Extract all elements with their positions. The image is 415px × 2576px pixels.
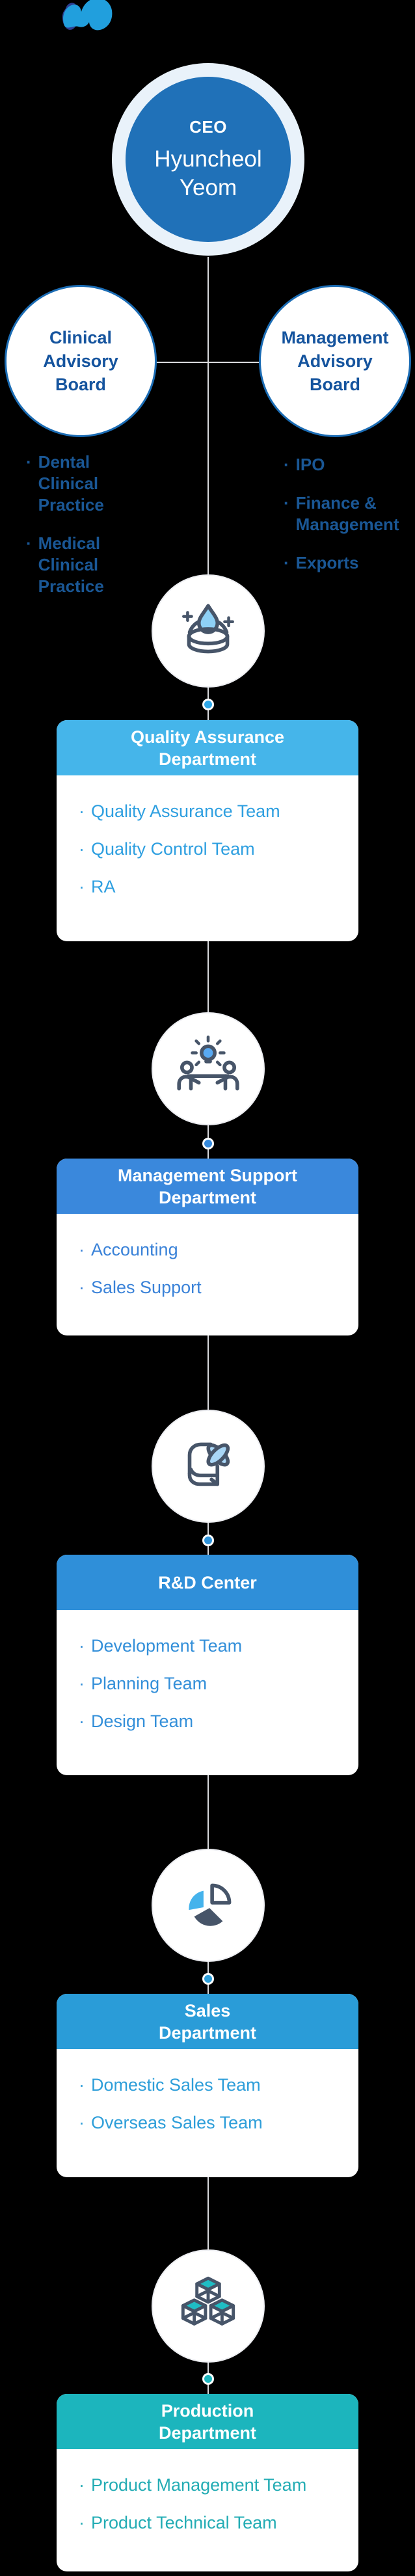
- list-item-label: Finance & Management: [295, 493, 399, 534]
- list-item-label: Overseas Sales Team: [91, 2113, 263, 2132]
- icon-circle: [152, 1849, 265, 1962]
- bullet-dot: ·: [26, 533, 32, 553]
- department-card: R&D Center · Development Team · Planning Te…: [57, 1555, 358, 1775]
- department-card: Production Department · Product Managemen…: [57, 2394, 358, 2571]
- department-card-header: Management Support Department: [57, 1159, 358, 1214]
- icon-circle: [152, 2249, 265, 2363]
- connector-dot: [202, 1535, 214, 1546]
- bullet-dot: ·: [284, 493, 289, 513]
- bullet-dot: ·: [79, 2113, 85, 2132]
- icon-circle: [152, 574, 265, 688]
- department-card: Quality Assurance Department · Quality As…: [57, 720, 358, 941]
- connector-dot: [202, 1973, 214, 1985]
- department-card-header: Sales Department: [57, 1994, 358, 2049]
- bullet-dot: ·: [79, 2075, 85, 2095]
- list-item: · Sales Support: [79, 1278, 345, 1297]
- list-item: · Finance & Management: [284, 492, 399, 535]
- icon-circle: [152, 1410, 265, 1523]
- department-team-list: · Domestic Sales Team · Overseas Sales Team: [57, 2049, 358, 2132]
- department-card-header: Quality Assurance Department: [57, 720, 358, 775]
- list-item-label: Medical Clinical Practice: [38, 533, 104, 596]
- bullet-dot: ·: [79, 1711, 85, 1731]
- connector-dot: [202, 1138, 214, 1149]
- list-item-label: IPO: [295, 455, 325, 474]
- department-team-list: · Development Team · Planning Team · Design T…: [57, 1610, 358, 1731]
- list-item: · Product Management Team: [79, 2475, 345, 2495]
- list-item-label: Design Team: [91, 1711, 194, 1731]
- department-card: Sales Department · Domestic Sales Team · Ov…: [57, 1994, 358, 2177]
- list-item-label: Planning Team: [91, 1674, 208, 1693]
- bullet-dot: ·: [79, 839, 85, 859]
- list-item: · Quality Control Team: [79, 839, 345, 859]
- list-item: · Planning Team: [79, 1674, 345, 1693]
- icon-circle: [152, 1012, 265, 1125]
- bullet-dot: ·: [79, 1278, 85, 1297]
- bullet-dot: ·: [26, 452, 32, 472]
- list-item: · Overseas Sales Team: [79, 2113, 345, 2132]
- list-item: · Medical Clinical Practice: [26, 533, 104, 597]
- list-item: · Development Team: [79, 1636, 345, 1656]
- list-item: · Product Technical Team: [79, 2513, 345, 2532]
- bullet-dot: ·: [79, 2475, 85, 2495]
- ceo-role-label: CEO: [189, 116, 227, 137]
- list-item: · Accounting: [79, 1240, 345, 1259]
- bullet-dot: ·: [284, 455, 289, 474]
- management-board-list: · IPO · Finance & Management · Exports: [284, 454, 399, 591]
- department-card-header: Production Department: [57, 2394, 358, 2449]
- list-item: · RA: [79, 877, 345, 896]
- clinical-board-list: · Dental Clinical Practice · Medical Clinic…: [26, 451, 104, 614]
- department-card: Management Support Department · Accountin…: [57, 1159, 358, 1335]
- ceo-node: CEO Hyuncheol Yeom: [126, 77, 291, 242]
- board-title: Management Advisory Board: [281, 328, 389, 394]
- list-item-label: Product Management Team: [91, 2475, 307, 2495]
- list-item-label: Development Team: [91, 1636, 243, 1656]
- list-item-label: Sales Support: [91, 1278, 202, 1297]
- department-team-list: · Accounting · Sales Support: [57, 1214, 358, 1297]
- lab-dish-icon: [182, 604, 234, 654]
- list-item: · IPO: [284, 454, 399, 476]
- pie-chart-icon: [189, 1883, 232, 1926]
- list-item-label: Quality Control Team: [91, 839, 255, 859]
- meeting-idea-icon: [177, 1035, 239, 1091]
- bullet-dot: ·: [284, 553, 289, 572]
- list-item-label: RA: [91, 877, 116, 896]
- bullet-dot: ·: [79, 801, 85, 821]
- book-atom-icon: [187, 1442, 230, 1486]
- bullet-dot: ·: [79, 1240, 85, 1259]
- bullet-dot: ·: [79, 1674, 85, 1693]
- brand-logo: [62, 0, 113, 31]
- bullet-dot: ·: [79, 1636, 85, 1656]
- list-item: · Quality Assurance Team: [79, 801, 345, 821]
- list-item: · Dental Clinical Practice: [26, 451, 104, 516]
- boards-horizontal-line: [155, 362, 261, 363]
- connector-dot: [202, 2373, 214, 2385]
- cubes-icon: [181, 2276, 235, 2326]
- department-card-header: R&D Center: [57, 1555, 358, 1610]
- list-item-label: Domestic Sales Team: [91, 2075, 261, 2095]
- list-item-label: Product Technical Team: [91, 2513, 277, 2532]
- list-item: · Domestic Sales Team: [79, 2075, 345, 2095]
- bullet-dot: ·: [79, 877, 85, 896]
- connector-dot: [202, 699, 214, 710]
- list-item-label: Quality Assurance Team: [91, 801, 280, 821]
- clinical-advisory-board-node: Clinical Advisory Board: [5, 285, 157, 437]
- department-team-list: · Product Management Team · Product Technic…: [57, 2449, 358, 2532]
- bullet-dot: ·: [79, 2513, 85, 2532]
- list-item-label: Accounting: [91, 1240, 178, 1259]
- list-item-label: Exports: [295, 553, 359, 572]
- ceo-name: Hyuncheol Yeom: [154, 146, 262, 200]
- management-advisory-board-node: Management Advisory Board: [259, 285, 411, 437]
- list-item: · Design Team: [79, 1711, 345, 1731]
- board-title: Clinical Advisory Board: [43, 328, 118, 394]
- department-team-list: · Quality Assurance Team · Quality Control …: [57, 775, 358, 896]
- list-item: · Exports: [284, 552, 399, 574]
- list-item-label: Dental Clinical Practice: [38, 452, 104, 515]
